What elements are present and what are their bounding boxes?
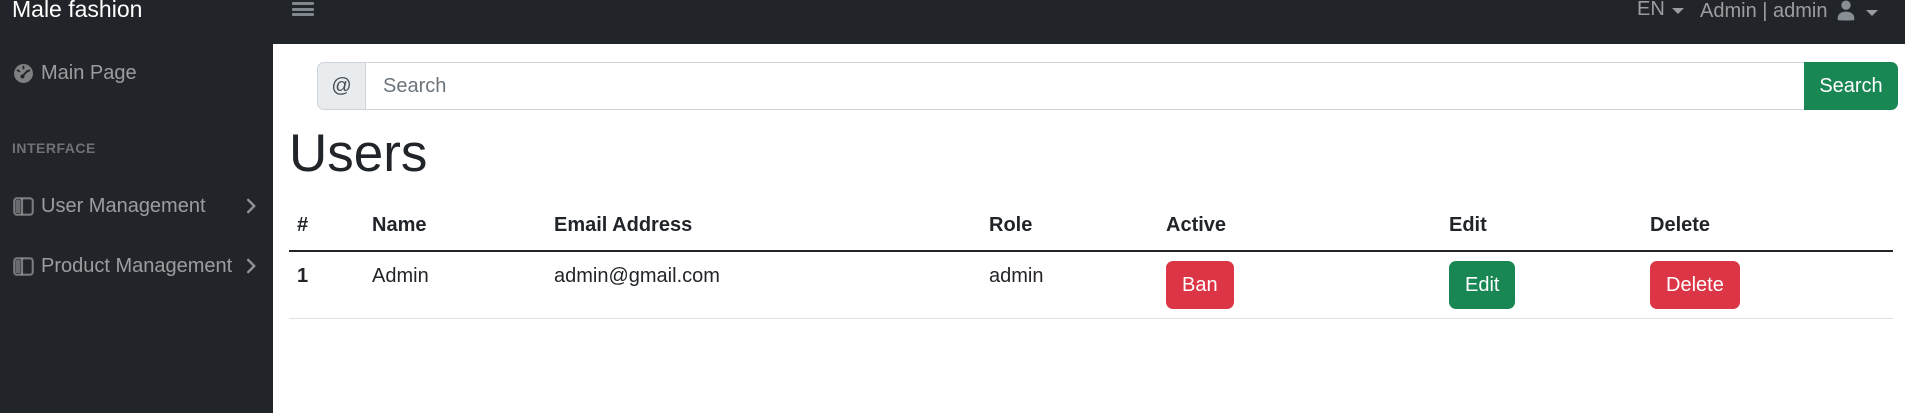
page-title: Users bbox=[289, 124, 428, 183]
person-icon bbox=[1838, 0, 1855, 21]
language-label: EN bbox=[1637, 0, 1665, 20]
cell-edit: Edit bbox=[1441, 250, 1642, 319]
cell-active: Ban bbox=[1158, 250, 1441, 319]
top-navbar: Male fashion EN Admin | admin bbox=[0, 0, 1905, 44]
users-table: # Name Email Address Role Active Edit De… bbox=[289, 199, 1893, 319]
sidebar-item-product-management[interactable]: Product Management bbox=[0, 236, 273, 296]
sidebar-item-main-page[interactable]: Main Page bbox=[0, 43, 273, 103]
sidebar-section-heading: INTERFACE bbox=[12, 140, 96, 156]
cell-delete: Delete bbox=[1642, 250, 1893, 319]
cell-role: admin bbox=[981, 250, 1158, 319]
gauge-icon bbox=[12, 63, 34, 84]
sidebar: Main Page INTERFACE User Management bbox=[0, 44, 273, 413]
chevron-right-icon bbox=[246, 257, 257, 275]
ban-button[interactable]: Ban bbox=[1166, 260, 1234, 309]
columns-icon bbox=[12, 196, 34, 216]
search-input[interactable] bbox=[365, 62, 1805, 110]
cell-email: admin@gmail.com bbox=[546, 250, 981, 319]
column-header-id: # bbox=[289, 199, 364, 252]
column-header-role: Role bbox=[981, 199, 1158, 252]
main-content: @ Search Users # Name Email Address Role… bbox=[273, 44, 1905, 413]
column-header-name: Name bbox=[364, 199, 546, 252]
column-header-email: Email Address bbox=[546, 199, 981, 252]
columns-icon bbox=[12, 256, 34, 276]
sidebar-toggle-button[interactable] bbox=[291, 0, 315, 21]
cell-name: Admin bbox=[364, 250, 546, 319]
sidebar-item-label: User Management bbox=[41, 194, 206, 217]
table-row: 1 Admin admin@gmail.com admin Ban Edit D… bbox=[289, 250, 1893, 319]
chevron-right-icon bbox=[246, 197, 257, 215]
user-label: Admin | admin bbox=[1700, 0, 1828, 22]
edit-button[interactable]: Edit bbox=[1449, 260, 1516, 309]
at-sign-prefix: @ bbox=[317, 62, 366, 110]
delete-button[interactable]: Delete bbox=[1650, 260, 1740, 309]
sidebar-item-user-management[interactable]: User Management bbox=[0, 176, 273, 236]
user-dropdown[interactable]: Admin | admin bbox=[1700, 0, 1879, 24]
column-header-active: Active bbox=[1158, 199, 1441, 252]
brand-link[interactable]: Male fashion bbox=[12, 0, 143, 22]
caret-down-icon bbox=[1671, 7, 1684, 14]
caret-down-icon bbox=[1866, 9, 1879, 16]
table-header-row: # Name Email Address Role Active Edit De… bbox=[289, 199, 1893, 252]
column-header-edit: Edit bbox=[1441, 199, 1642, 252]
column-header-delete: Delete bbox=[1642, 199, 1893, 252]
hamburger-icon bbox=[292, 2, 314, 16]
sidebar-item-label: Product Management bbox=[41, 254, 233, 277]
cell-row-id: 1 bbox=[289, 250, 364, 319]
sidebar-item-label: Main Page bbox=[41, 61, 137, 84]
language-dropdown[interactable]: EN bbox=[1637, 0, 1684, 20]
search-bar: @ Search bbox=[317, 62, 1898, 110]
search-button[interactable]: Search bbox=[1804, 62, 1898, 110]
